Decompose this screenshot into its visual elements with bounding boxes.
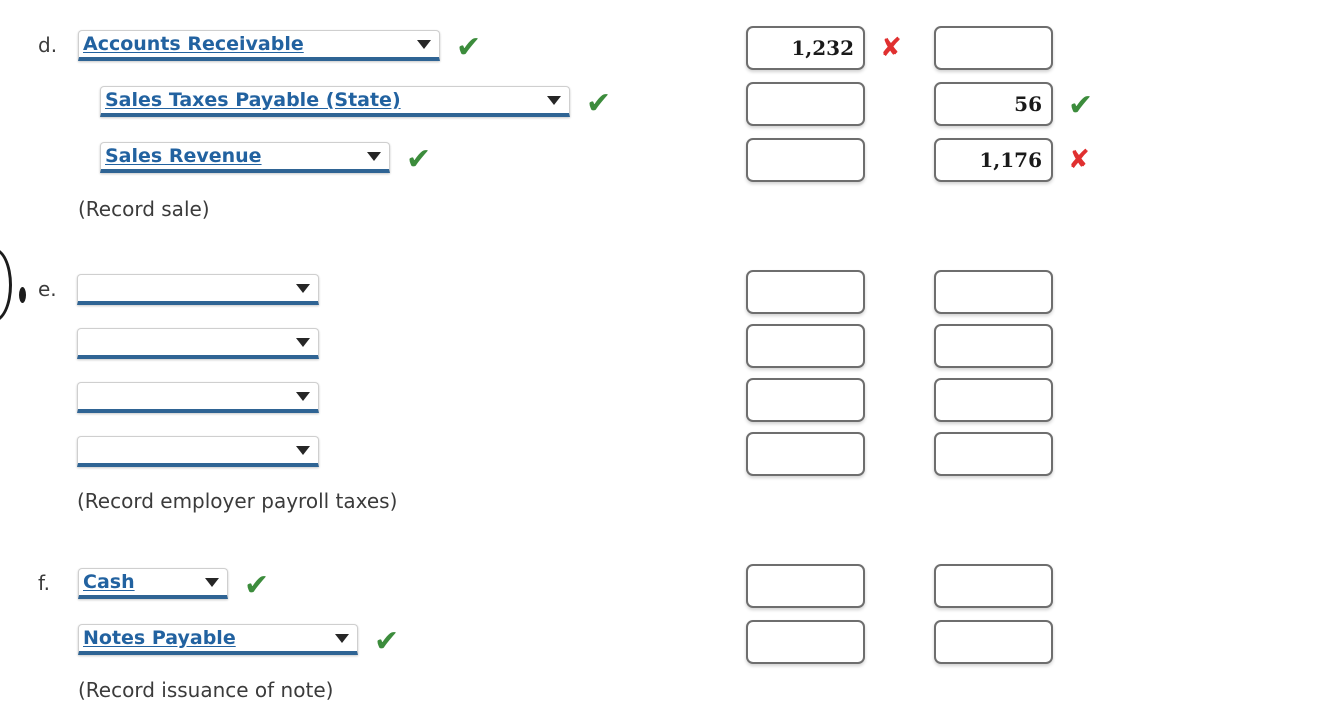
- account-select-value: Sales Taxes Payable (State): [105, 88, 401, 111]
- chevron-down-icon[interactable]: [296, 391, 310, 401]
- debit-amount-input[interactable]: [746, 620, 865, 664]
- account-correct-check-icon: ✔: [406, 142, 432, 177]
- debit-amount-input[interactable]: [746, 432, 865, 476]
- chevron-down-icon[interactable]: [417, 39, 431, 49]
- account-select-value: Sales Revenue: [105, 144, 262, 167]
- account-correct-check-icon: ✔: [244, 568, 270, 603]
- chevron-down-icon[interactable]: [205, 577, 219, 587]
- account-select[interactable]: Notes Payable: [78, 624, 358, 655]
- debit-amount-input[interactable]: [746, 564, 865, 608]
- clipped-circle-decoration: [0, 248, 12, 322]
- account-select[interactable]: [77, 274, 319, 305]
- chevron-down-icon[interactable]: [367, 151, 381, 161]
- credit-amount-input[interactable]: 56: [934, 82, 1053, 126]
- debit-amount-input[interactable]: 1,232: [746, 26, 865, 70]
- credit-amount-input[interactable]: [934, 620, 1053, 664]
- account-select[interactable]: Accounts Receivable: [78, 30, 440, 61]
- debit-amount-input[interactable]: [746, 138, 865, 182]
- entry-memo: (Record sale): [78, 197, 210, 221]
- account-correct-check-icon: ✔: [586, 86, 612, 121]
- account-select-value: Accounts Receivable: [83, 32, 304, 55]
- chevron-down-icon[interactable]: [296, 337, 310, 347]
- credit-amount-input[interactable]: [934, 270, 1053, 314]
- entry-letter-f: f.: [38, 571, 50, 595]
- credit-amount-input[interactable]: [934, 432, 1053, 476]
- account-select[interactable]: Sales Revenue: [100, 142, 390, 173]
- account-select[interactable]: [77, 436, 319, 467]
- debit-amount-input[interactable]: [746, 270, 865, 314]
- entry-memo: (Record issuance of note): [78, 678, 334, 702]
- account-select[interactable]: Cash: [78, 568, 228, 599]
- credit-amount-input[interactable]: [934, 378, 1053, 422]
- debit-amount-input[interactable]: [746, 324, 865, 368]
- credit-amount-input[interactable]: [934, 564, 1053, 608]
- debit-incorrect-cross-icon: ✘: [880, 33, 902, 63]
- chevron-down-icon[interactable]: [547, 95, 561, 105]
- chevron-down-icon[interactable]: [335, 633, 349, 643]
- account-correct-check-icon: ✔: [374, 624, 400, 659]
- chevron-down-icon[interactable]: [296, 445, 310, 455]
- entry-letter-d: d.: [38, 33, 58, 57]
- entry-memo: (Record employer payroll taxes): [77, 489, 398, 513]
- account-select-value: Notes Payable: [83, 626, 236, 649]
- credit-incorrect-cross-icon: ✘: [1068, 145, 1090, 175]
- account-select[interactable]: [77, 382, 319, 413]
- credit-amount-input[interactable]: 1,176: [934, 138, 1053, 182]
- chevron-down-icon[interactable]: [296, 283, 310, 293]
- account-select[interactable]: [77, 328, 319, 359]
- debit-amount-input[interactable]: [746, 378, 865, 422]
- credit-amount-input[interactable]: [934, 324, 1053, 368]
- account-select-value: Cash: [83, 570, 135, 593]
- credit-correct-check-icon: ✔: [1068, 88, 1094, 123]
- credit-amount-input[interactable]: [934, 26, 1053, 70]
- clipped-circle-dot: [19, 287, 26, 303]
- account-select[interactable]: Sales Taxes Payable (State): [100, 86, 570, 117]
- entry-letter-e: e.: [38, 277, 57, 301]
- debit-amount-input[interactable]: [746, 82, 865, 126]
- account-correct-check-icon: ✔: [456, 30, 482, 65]
